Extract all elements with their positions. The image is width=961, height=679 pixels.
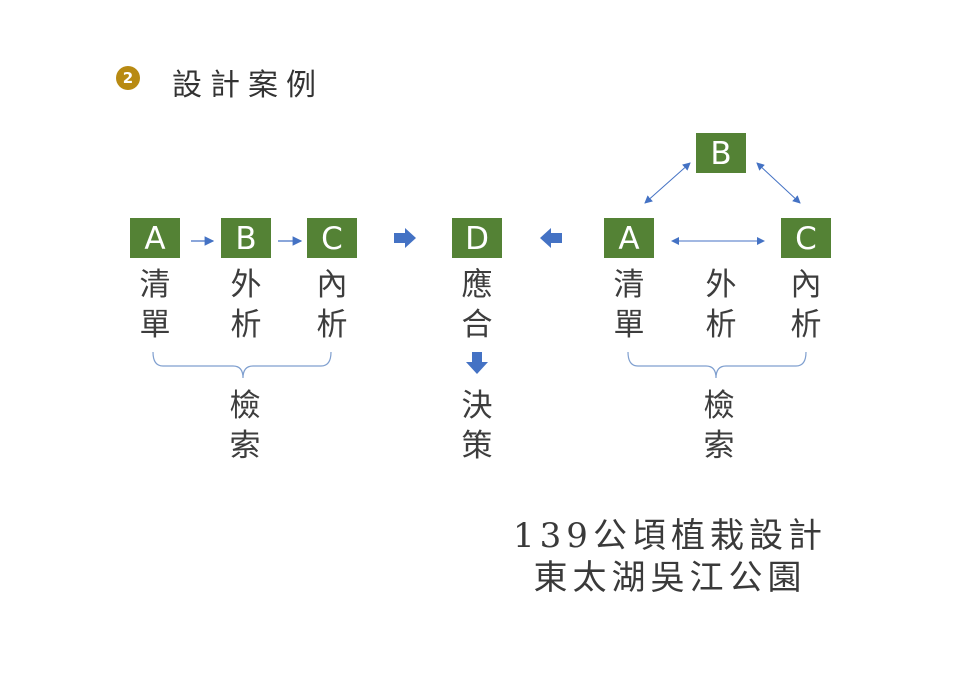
label-list-left: 清 單 xyxy=(139,267,171,343)
node-c-left: C xyxy=(307,218,357,258)
label-response: 應 合 xyxy=(461,267,493,343)
arrow-a-to-b-right xyxy=(644,162,691,204)
brace-left xyxy=(152,351,332,379)
label-internal-right: 內 析 xyxy=(790,267,822,343)
brace-right xyxy=(627,351,807,379)
caption-line-2: 東太湖吳江公園 xyxy=(533,558,807,598)
label-decision: 決 策 xyxy=(461,388,493,464)
block-arrow-down xyxy=(466,352,488,374)
node-a-left: A xyxy=(130,218,180,258)
node-b-left: B xyxy=(221,218,271,258)
node-a-right: A xyxy=(604,218,654,258)
label-review-left: 檢 索 xyxy=(229,388,261,464)
node-b-right: B xyxy=(696,133,746,173)
label-external-right: 外 析 xyxy=(705,267,737,343)
label-internal-left: 內 析 xyxy=(316,267,348,343)
block-arrow-right xyxy=(394,228,416,248)
page-title: 設計案例 xyxy=(172,68,324,103)
label-external-left: 外 析 xyxy=(230,267,262,343)
caption-line-1: 139公頃植栽設計 xyxy=(513,516,827,556)
node-c-right: C xyxy=(781,218,831,258)
block-arrow-left xyxy=(540,228,562,248)
step-number-badge: 2 xyxy=(116,66,140,90)
arrow-b-to-c-right xyxy=(756,162,801,204)
label-review-right: 檢 索 xyxy=(703,388,735,464)
node-d-center: D xyxy=(452,218,502,258)
label-list-right: 清 單 xyxy=(613,267,645,343)
